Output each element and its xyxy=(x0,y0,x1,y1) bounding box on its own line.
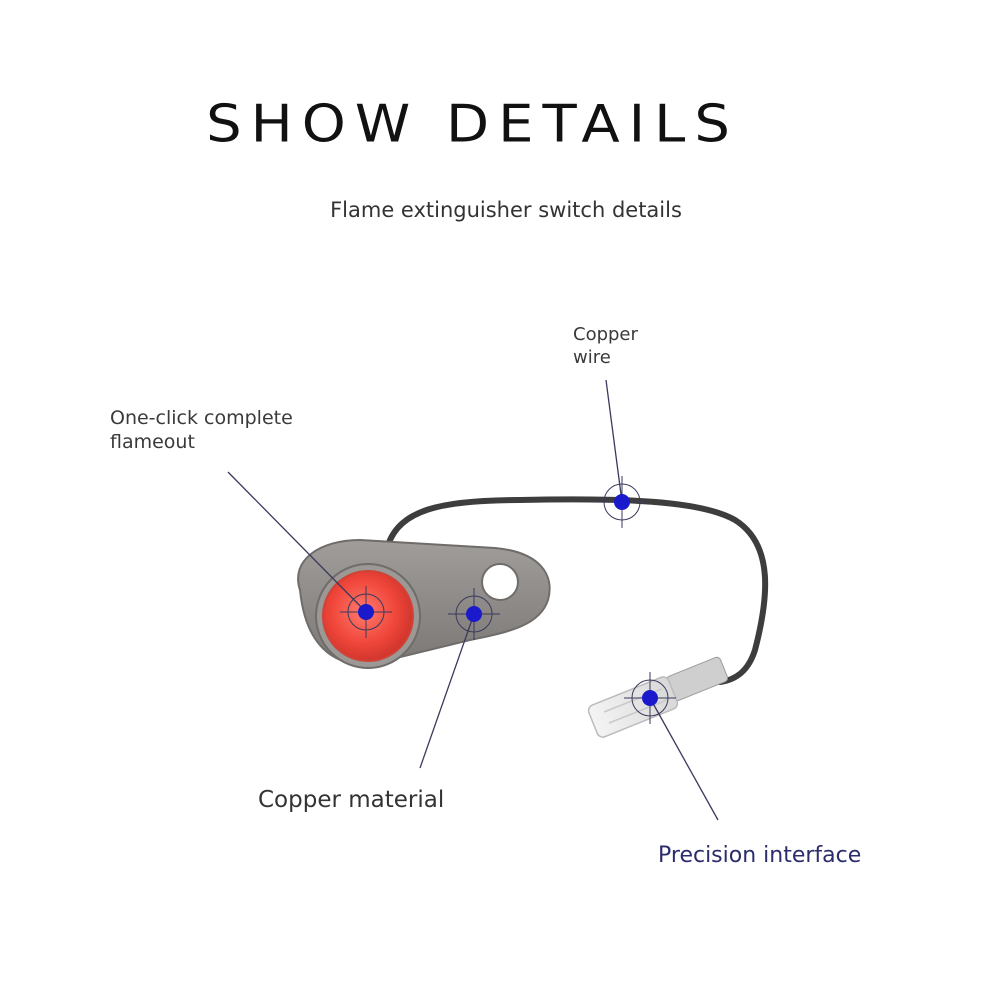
cable xyxy=(385,496,769,685)
page-subtitle: Flame extinguisher switch details xyxy=(330,198,682,222)
callout-one-click-flameout: One-click complete flameout xyxy=(110,407,293,453)
page-title: SHOW DETAILS xyxy=(206,94,739,155)
callout-copper-material: Copper material xyxy=(258,787,445,813)
callout-copper-wire: Copper wire xyxy=(573,324,638,368)
target-marker-button xyxy=(340,586,392,638)
mounting-hole xyxy=(481,563,519,601)
target-marker-wire xyxy=(596,476,648,528)
leader-lines xyxy=(227,379,719,821)
callout-precision-interface: Precision interface xyxy=(658,843,862,868)
target-marker-material xyxy=(448,588,500,640)
target-marker-interface xyxy=(624,672,676,724)
